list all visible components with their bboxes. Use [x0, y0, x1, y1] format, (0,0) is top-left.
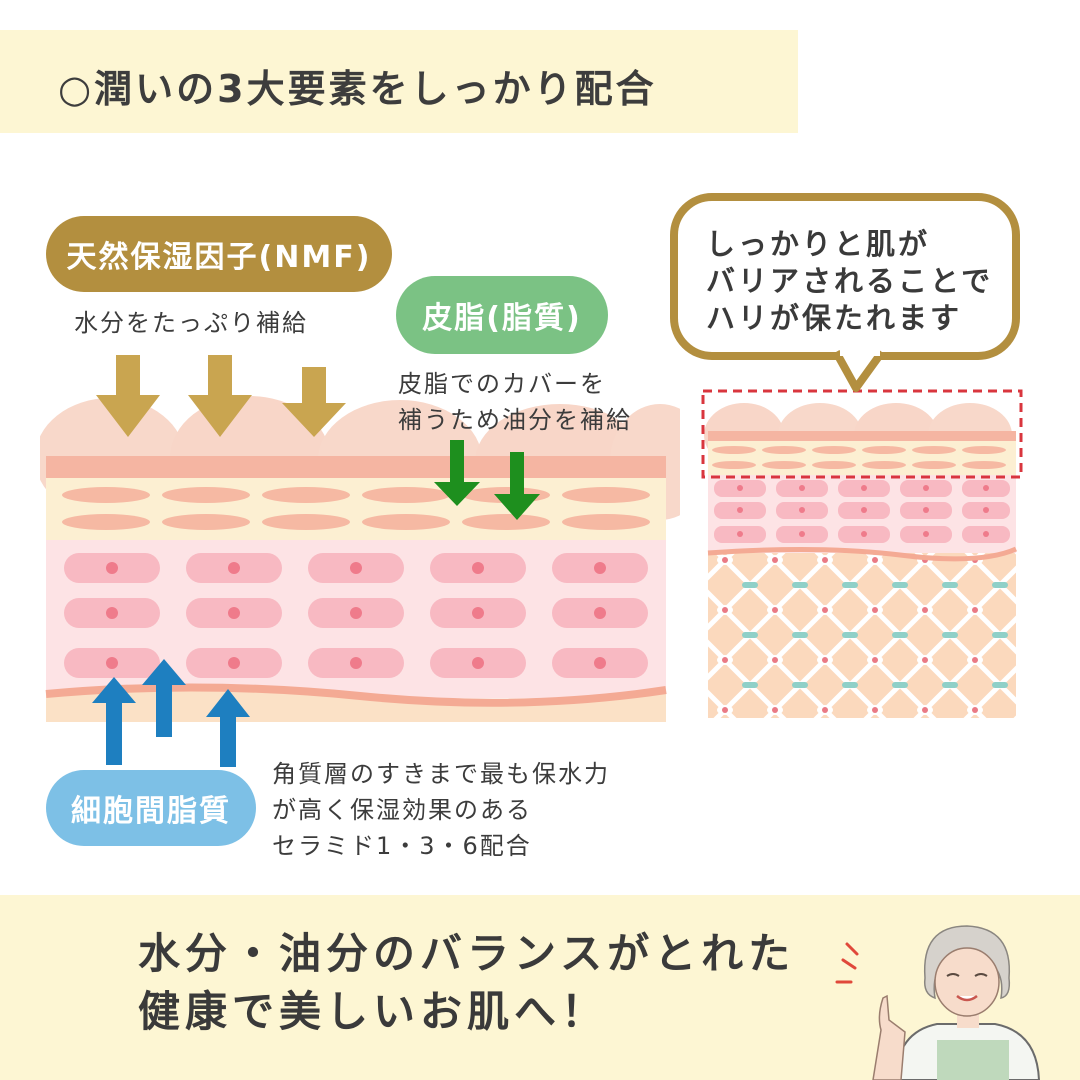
speech-bubble-line: しっかりと肌が	[706, 227, 931, 261]
lipid-description-line: セラミド1・3・6配合	[272, 832, 532, 860]
speech-bubble-tail	[834, 350, 886, 392]
clipboard	[937, 1040, 1009, 1080]
sebum-description-line: 皮脂でのカバーを	[398, 370, 606, 398]
sparkle-lines	[835, 942, 859, 984]
speech-bubble-text: しっかりと肌が バリアされることで ハリが保たれます	[706, 226, 993, 337]
sebum-layer	[46, 456, 666, 478]
footer-line: 健康で美しいお肌へ！	[138, 987, 609, 1036]
sebum-description: 皮脂でのカバーを 補うため油分を補給	[398, 366, 632, 438]
footer-line: 水分・油分のバランスがとれた	[138, 929, 796, 978]
pointing-hand	[872, 994, 906, 1080]
speech-bubble-line: ハリが保たれます	[706, 301, 963, 335]
speech-bubble-line: バリアされることで	[706, 264, 994, 298]
doctor-illustration	[835, 925, 1041, 1080]
sebum-arrows	[434, 440, 540, 520]
footer-message: 水分・油分のバランスがとれた 健康で美しいお肌へ！	[138, 925, 795, 1041]
barrier-highlight-box	[701, 389, 1023, 479]
nmf-description: 水分をたっぷり補給	[74, 309, 308, 337]
nmf-label: 天然保湿因子(NMF)	[46, 216, 392, 292]
nmf-arrows	[96, 355, 346, 437]
lipid-description-line: が高く保湿効果のある	[272, 796, 532, 824]
sebum-label: 皮脂(脂質)	[396, 276, 608, 354]
lipid-label: 細胞間脂質	[46, 770, 256, 846]
epidermis-cells	[64, 553, 648, 678]
healthy-skin-diagram	[701, 389, 1023, 718]
page-title: ○潤いの3大要素をしっかり配合	[58, 67, 657, 111]
lipid-description: 角質層のすきまで最も保水力 が高く保湿効果のある セラミド1・3・6配合	[272, 756, 610, 864]
lipid-description-line: 角質層のすきまで最も保水力	[272, 760, 610, 788]
title-band	[0, 30, 798, 133]
lipid-arrows	[92, 659, 250, 767]
stratum-corneum-layer	[46, 478, 666, 540]
dermis-top	[46, 687, 666, 722]
dermis-lattice	[708, 553, 1016, 718]
sebum-description-line: 補うため油分を補給	[398, 406, 632, 434]
